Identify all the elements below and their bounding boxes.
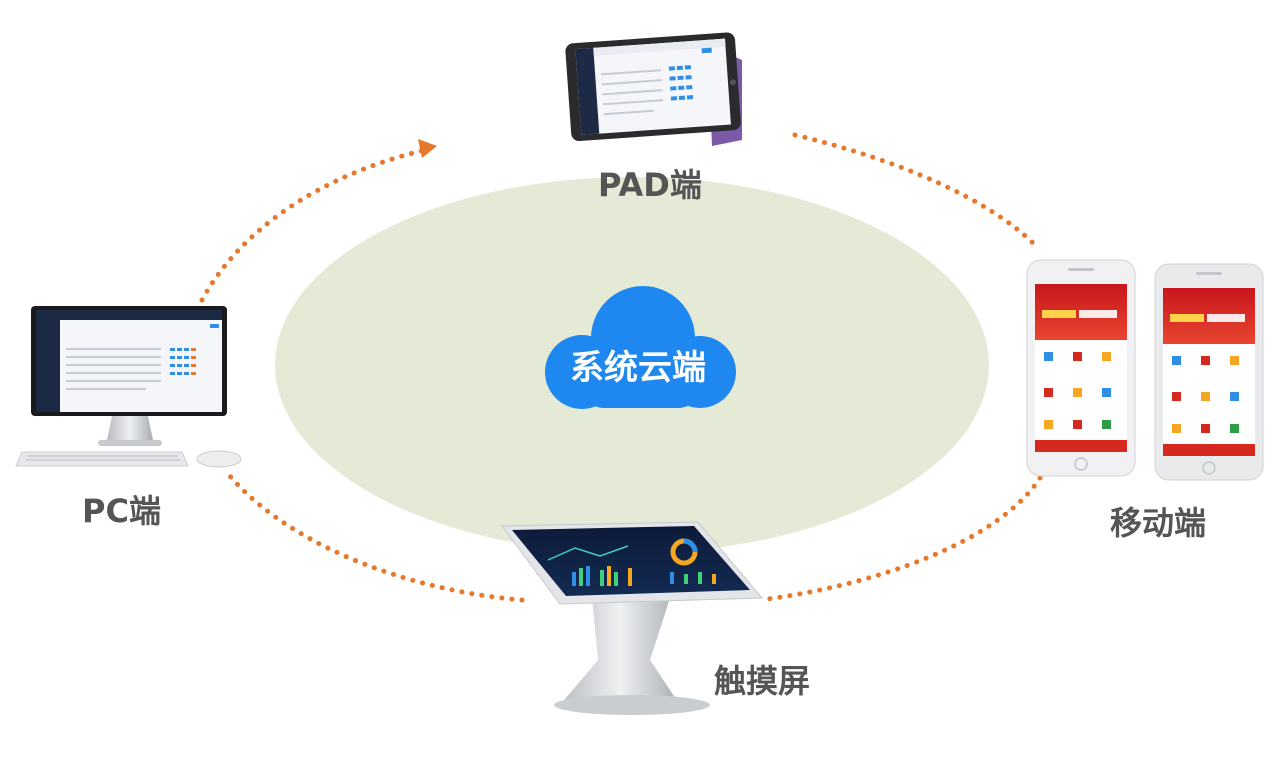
mobile-label: 移动端 <box>1110 504 1207 542</box>
touch-label: 触摸屏 <box>714 662 811 700</box>
mobile-device-right <box>1154 263 1264 481</box>
arc-touch-to-pc <box>222 467 525 603</box>
pad-device <box>565 32 742 146</box>
pc-label: PC端 <box>82 492 161 530</box>
cloud-icon <box>545 286 736 409</box>
orbit-arcs <box>199 132 1043 603</box>
mobile-device-left <box>1026 259 1136 477</box>
pad-label: PAD端 <box>598 166 702 204</box>
arc-pc-to-pad <box>199 147 428 303</box>
touch-device <box>501 521 764 715</box>
arc-mobile-to-touch <box>757 475 1043 603</box>
arrow-head-icon <box>418 139 437 158</box>
pc-device <box>15 306 242 468</box>
arc-pad-to-mobile <box>792 132 1038 248</box>
cloud-label: 系统云端 <box>570 348 706 388</box>
